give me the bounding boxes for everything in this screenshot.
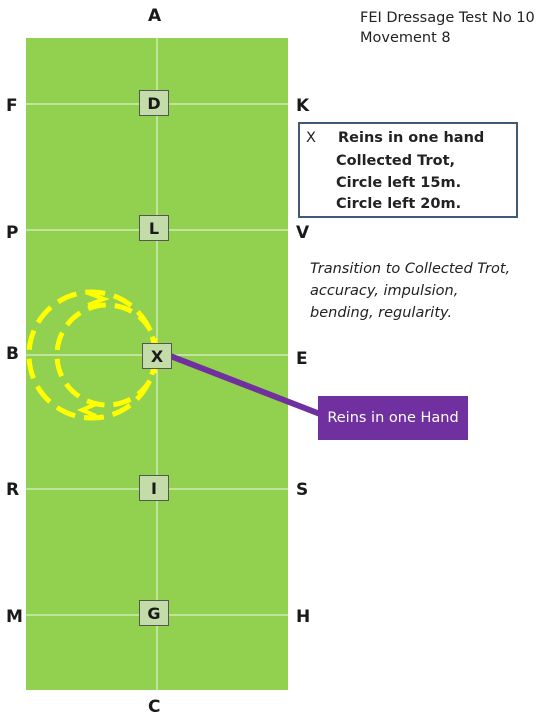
reins-label: Reins in one Hand: [318, 396, 468, 440]
movement-line-3: Circle left 15m.: [336, 175, 462, 191]
letter-f: F: [6, 96, 19, 116]
marker-g: G: [139, 600, 169, 626]
letter-p: P: [6, 223, 19, 243]
letter-a: A: [148, 6, 162, 26]
movement-number: Movement 8: [360, 30, 451, 46]
note-line-2: accuracy, impulsion,: [310, 283, 459, 299]
marker-d: D: [139, 90, 169, 116]
letter-k: K: [296, 96, 310, 116]
test-title: FEI Dressage Test No 10: [360, 10, 535, 26]
movement-marker: X: [306, 130, 316, 146]
marker-i: I: [139, 475, 169, 501]
movement-box: X Reins in one hand Collected Trot, Circ…: [298, 122, 518, 218]
note-line-3: bending, regularity.: [310, 305, 453, 321]
marker-l: L: [139, 215, 169, 241]
letter-v: V: [296, 223, 310, 243]
note-line-1: Transition to Collected Trot,: [310, 261, 511, 277]
letter-h: H: [296, 607, 311, 627]
reins-pointer-line: [158, 349, 322, 417]
circle-arrow-bottom: [76, 402, 97, 418]
letter-c: C: [148, 697, 161, 717]
movement-line-4: Circle left 20m.: [336, 196, 462, 212]
letter-m: M: [6, 607, 24, 627]
circle-arrow-top: [87, 291, 110, 307]
letter-r: R: [6, 480, 20, 500]
marker-x: X: [142, 343, 172, 369]
movement-line-2: Collected Trot,: [336, 153, 456, 169]
movement-line-1: Reins in one hand: [338, 130, 485, 146]
letter-e: E: [296, 349, 309, 369]
letter-b: B: [6, 344, 20, 364]
letter-s: S: [296, 480, 309, 500]
